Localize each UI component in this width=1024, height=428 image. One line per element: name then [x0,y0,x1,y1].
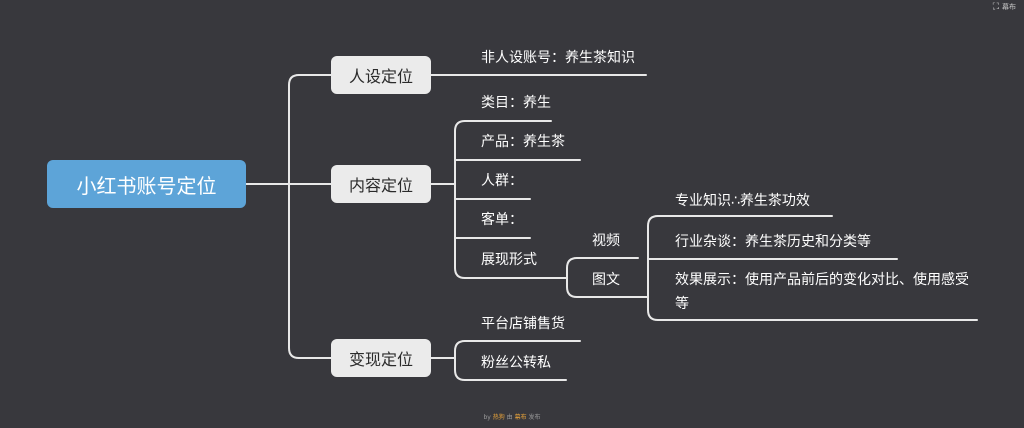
node-content[interactable]: 内容定位 [331,165,431,203]
footer-credit: by 热狗 由 幕布 发布 [0,412,1024,421]
content-item-category[interactable]: 类目：养生 [481,95,551,111]
mubu-logo-icon: ⛶ [992,2,999,12]
connector-monetize-spine [454,340,466,381]
imagetext-item-effect[interactable]: 效果展示：使用产品前后的变化对比、使用感受等 [675,272,969,312]
connector-root-spine [288,74,300,359]
node-monetize-label: 变现定位 [348,350,413,369]
node-monetize[interactable]: 变现定位 [331,339,431,377]
connector-imagetext-spine [647,215,659,321]
imagetext-item-industry[interactable]: 行业杂谈：养生茶历史和分类等 [675,234,871,250]
footer-prefix: by [483,414,491,421]
persona-item[interactable]: 非人设账号：养生茶知识 [481,50,635,66]
footer-brand[interactable]: 幕布 [514,414,527,421]
format-video[interactable]: 视频 [592,233,620,249]
footer-middle: 由 [506,414,513,421]
root-node[interactable]: 小红书账号定位 [47,160,246,208]
format-image-text[interactable]: 图文 [592,272,620,288]
imagetext-item-knowledge[interactable]: 专业知识∴养生茶功效 [675,193,810,209]
footer-suffix: 发布 [528,414,541,421]
node-content-label: 内容定位 [348,176,413,195]
monetize-item-private[interactable]: 粉丝公转私 [481,355,551,371]
connector-forms-spine [566,257,578,298]
footer-author[interactable]: 热狗 [492,414,505,421]
content-item-product[interactable]: 产品：养生茶 [481,134,565,150]
content-item-audience[interactable]: 人群： [481,173,523,189]
content-item-price[interactable]: 客单： [481,212,523,228]
node-persona-label: 人设定位 [348,67,413,86]
content-item-format[interactable]: 展现形式 [481,252,537,268]
brand-badge[interactable]: ⛶ 幕布 [993,2,1016,12]
node-persona[interactable]: 人设定位 [331,56,431,94]
monetize-item-shop[interactable]: 平台店铺售货 [481,316,565,332]
brand-text: 幕布 [1002,3,1016,11]
root-label: 小红书账号定位 [76,173,217,198]
